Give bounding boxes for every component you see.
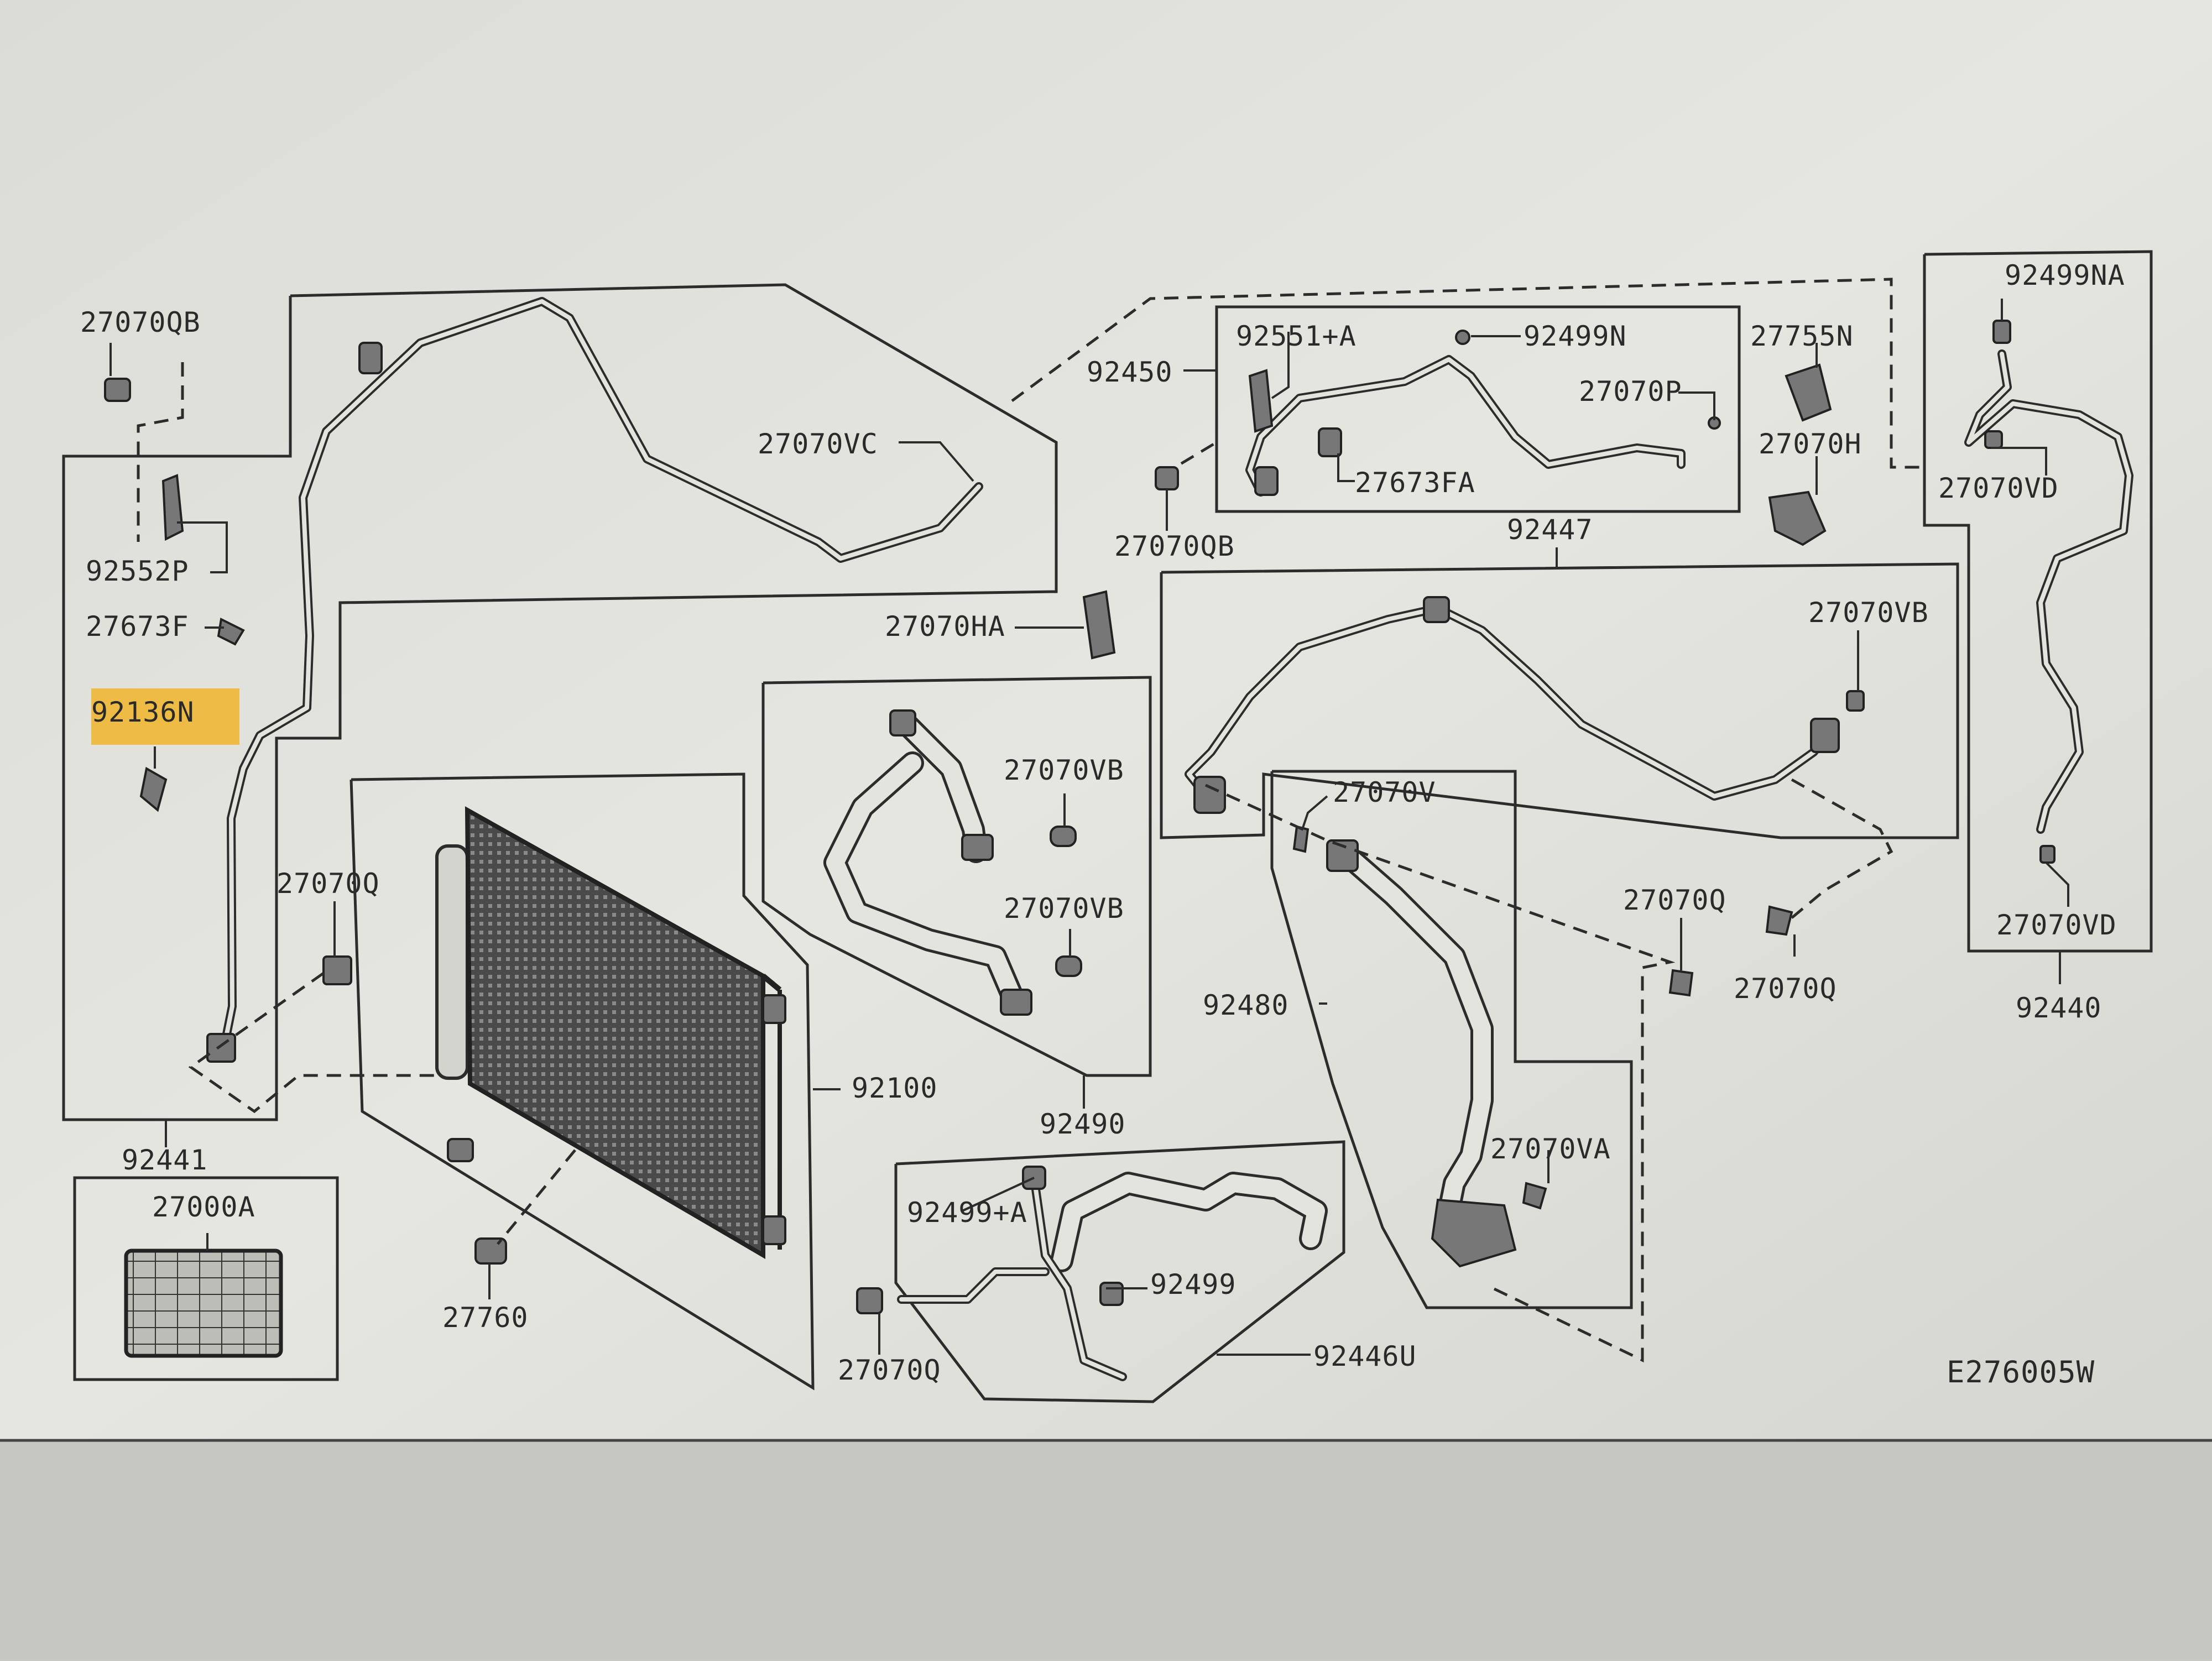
label-27673F: 27673F xyxy=(86,610,189,643)
group-92447 xyxy=(1160,562,1959,892)
screen-bezel xyxy=(0,1440,2212,1659)
part-labels: 27070QB 92552P 27673F 92136N 27070Q 9244… xyxy=(80,259,2125,1390)
label-27070H: 27070H xyxy=(1759,428,1862,460)
label-27070Q-center: 27070Q xyxy=(1623,884,1726,916)
group-92440 xyxy=(1923,250,2153,953)
diagram-code: E276005W xyxy=(1947,1355,2095,1390)
part-27070H xyxy=(1768,490,1827,546)
clip-27070HA xyxy=(1082,590,1116,660)
label-27070VB-lower: 27070VB xyxy=(1004,892,1124,924)
part-27755N xyxy=(1785,363,1832,422)
highlight-marker xyxy=(91,688,239,745)
label-27070QB-center: 27070QB xyxy=(1114,530,1235,562)
label-27070Q-bottom: 27070Q xyxy=(838,1354,941,1386)
label-27755N: 27755N xyxy=(1750,320,1854,352)
label-92499-plus-A: 92499+A xyxy=(907,1197,1027,1229)
label-92450: 92450 xyxy=(1087,356,1173,388)
label-92100: 92100 xyxy=(852,1072,938,1104)
group-92490 xyxy=(761,676,1152,1077)
label-92551-plus-A: 92551+A xyxy=(1236,320,1357,352)
leader-lines xyxy=(109,299,2069,1356)
diagram-background xyxy=(0,0,2212,1440)
group-92441 xyxy=(62,283,1058,1121)
label-92440: 92440 xyxy=(2016,992,2102,1024)
label-27070VB-upper: 27070VB xyxy=(1004,754,1124,786)
label-27070QB-left: 27070QB xyxy=(80,306,201,338)
label-92499: 92499 xyxy=(1150,1268,1237,1300)
label-92490: 92490 xyxy=(1040,1108,1126,1140)
group-27000A xyxy=(73,1176,339,1381)
label-27070HA: 27070HA xyxy=(885,610,1005,643)
label-27070P: 27070P xyxy=(1579,375,1682,408)
label-92552P: 92552P xyxy=(86,555,189,587)
label-27000A: 27000A xyxy=(152,1191,255,1223)
group-92446U xyxy=(856,1140,1345,1403)
label-27070VB-right: 27070VB xyxy=(1808,597,1929,629)
label-27070VA: 27070VA xyxy=(1490,1133,1611,1165)
label-92499NA: 92499NA xyxy=(2005,259,2125,291)
label-92447: 92447 xyxy=(1507,514,1593,546)
label-92441: 92441 xyxy=(122,1144,208,1176)
label-27070Q-right: 27070Q xyxy=(1734,973,1837,1005)
label-92136N-highlighted: 92136N xyxy=(91,696,195,728)
label-27070VD-upper: 27070VD xyxy=(1938,472,2059,504)
label-92446U: 92446U xyxy=(1313,1340,1417,1372)
label-27673FA: 27673FA xyxy=(1355,467,1475,499)
group-92480 xyxy=(1204,770,1826,1362)
label-92480: 92480 xyxy=(1203,989,1289,1021)
label-27070VC: 27070VC xyxy=(758,428,878,460)
group-92450 xyxy=(1011,278,1927,513)
label-27070Q-left: 27070Q xyxy=(276,868,380,900)
group-92100 xyxy=(349,772,815,1391)
label-27760: 27760 xyxy=(442,1302,529,1334)
label-27070V: 27070V xyxy=(1333,776,1436,808)
label-92499N: 92499N xyxy=(1524,320,1627,352)
label-27070VD-lower: 27070VD xyxy=(1996,909,2117,941)
